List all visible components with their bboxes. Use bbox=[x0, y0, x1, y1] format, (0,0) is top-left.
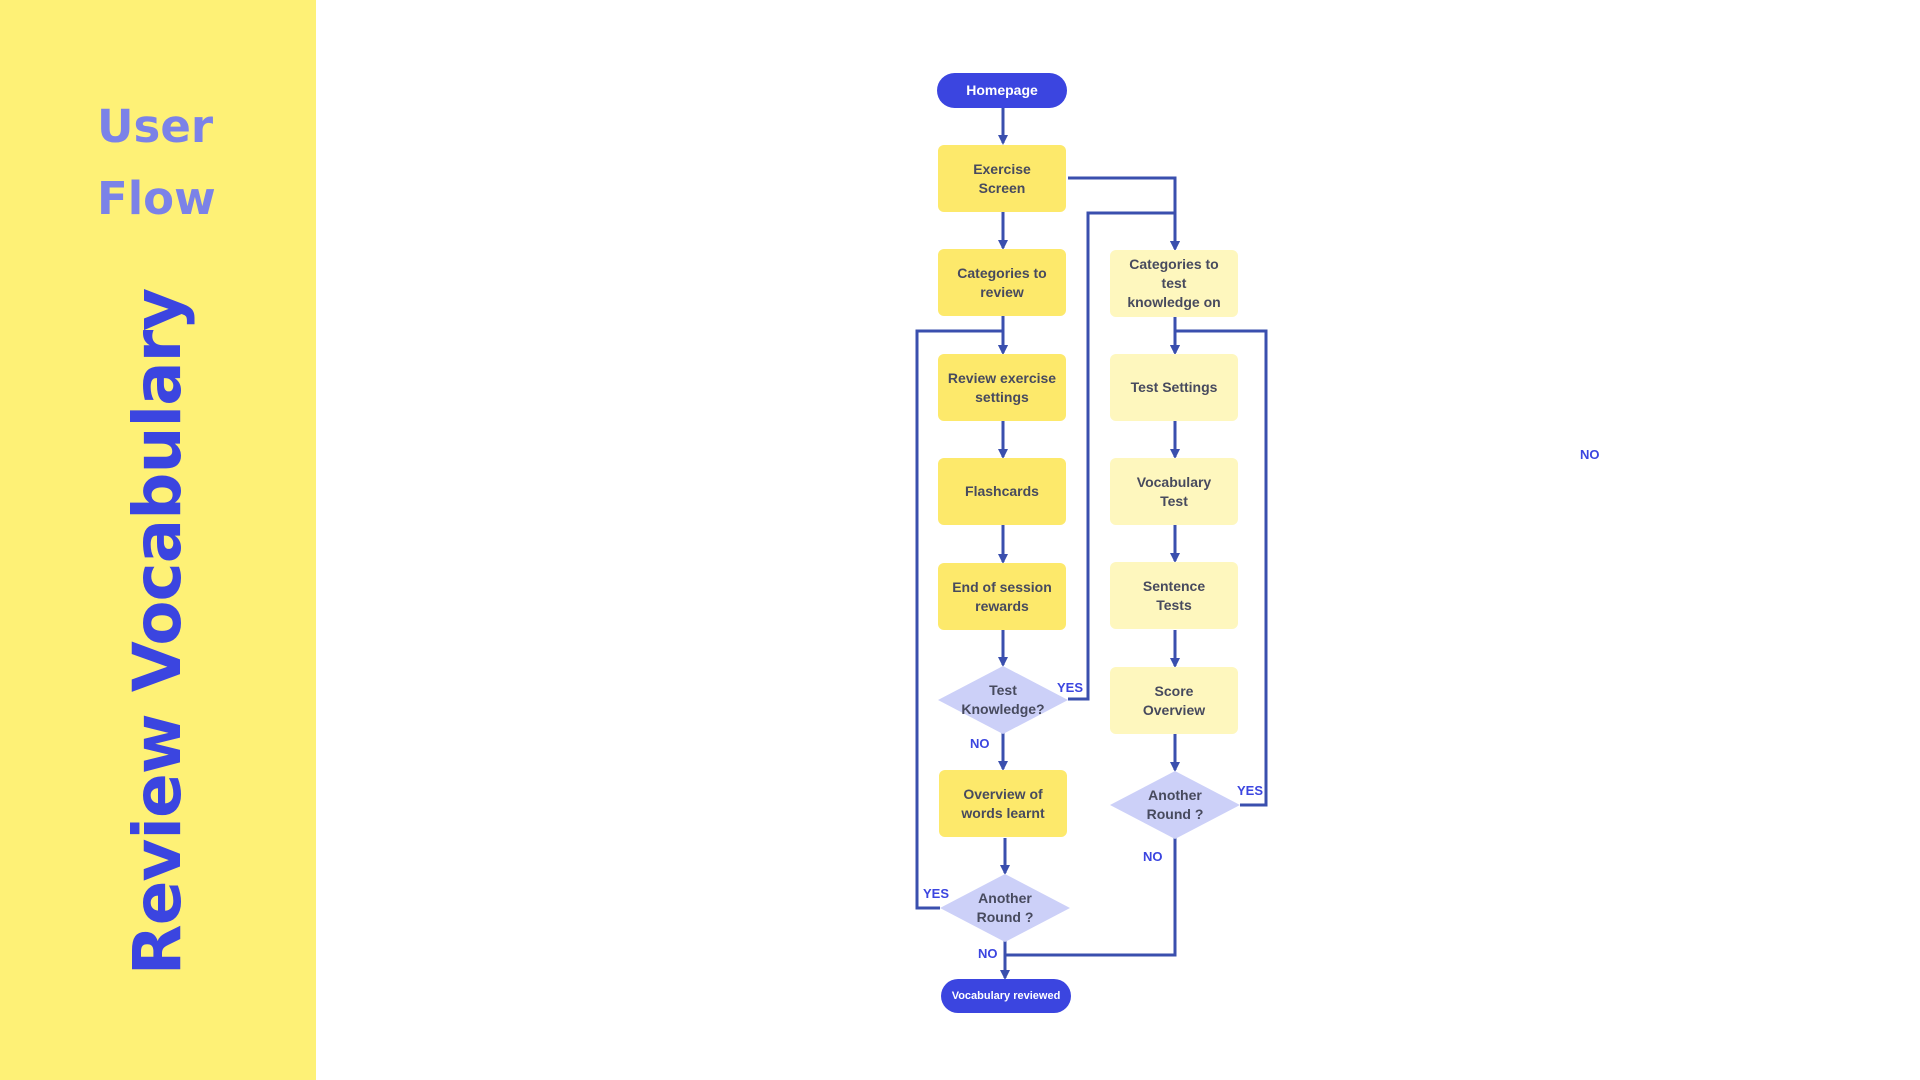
yes-test-label: YES bbox=[1057, 680, 1084, 695]
test-categories-node: Categories to test knowledge on bbox=[1110, 250, 1238, 317]
sidebar-title-line2: Flow bbox=[97, 172, 216, 225]
no-review-end-label: NO bbox=[978, 946, 998, 961]
stray-no-label: NO bbox=[1580, 447, 1600, 462]
edge-yes-to-test-categories bbox=[1068, 211, 1180, 701]
test-knowledge-decision: Test Knowledge? bbox=[938, 666, 1068, 734]
test-another-round-decision: Another Round ? bbox=[1110, 771, 1240, 839]
sidebar-title-line1: User bbox=[97, 100, 214, 153]
yes-review-loop-label: YES bbox=[923, 886, 950, 901]
flashcards-node: Flashcards bbox=[938, 458, 1066, 525]
vocabulary-test-node: Vocabulary Test bbox=[1110, 458, 1238, 525]
edge-test-no-end bbox=[1005, 838, 1177, 957]
review-categories-node: Categories to review bbox=[938, 249, 1066, 316]
edge-test-loop bbox=[1170, 329, 1268, 807]
overview-words-node: Overview of words learnt bbox=[939, 770, 1067, 837]
rewards-node: End of session rewards bbox=[938, 563, 1066, 630]
no-test-label: NO bbox=[970, 736, 990, 751]
score-overview-node: Score Overview bbox=[1110, 667, 1238, 734]
no-test-end-label: NO bbox=[1143, 849, 1163, 864]
sentence-tests-node: Sentence Tests bbox=[1110, 562, 1238, 629]
exercise-screen-node: Exercise Screen bbox=[938, 145, 1066, 212]
test-settings-node: Test Settings bbox=[1110, 354, 1238, 421]
edge-review-loop bbox=[915, 329, 1008, 910]
review-another-round-decision: Another Round ? bbox=[940, 874, 1070, 942]
review-settings-node: Review exercise settings bbox=[938, 354, 1066, 421]
homepage-node: Homepage bbox=[937, 73, 1067, 108]
sidebar: User Flow Review Vocabulary bbox=[0, 0, 316, 1080]
vocabulary-reviewed-node: Vocabulary reviewed bbox=[941, 979, 1071, 1013]
yes-test-loop-label: YES bbox=[1237, 783, 1264, 798]
